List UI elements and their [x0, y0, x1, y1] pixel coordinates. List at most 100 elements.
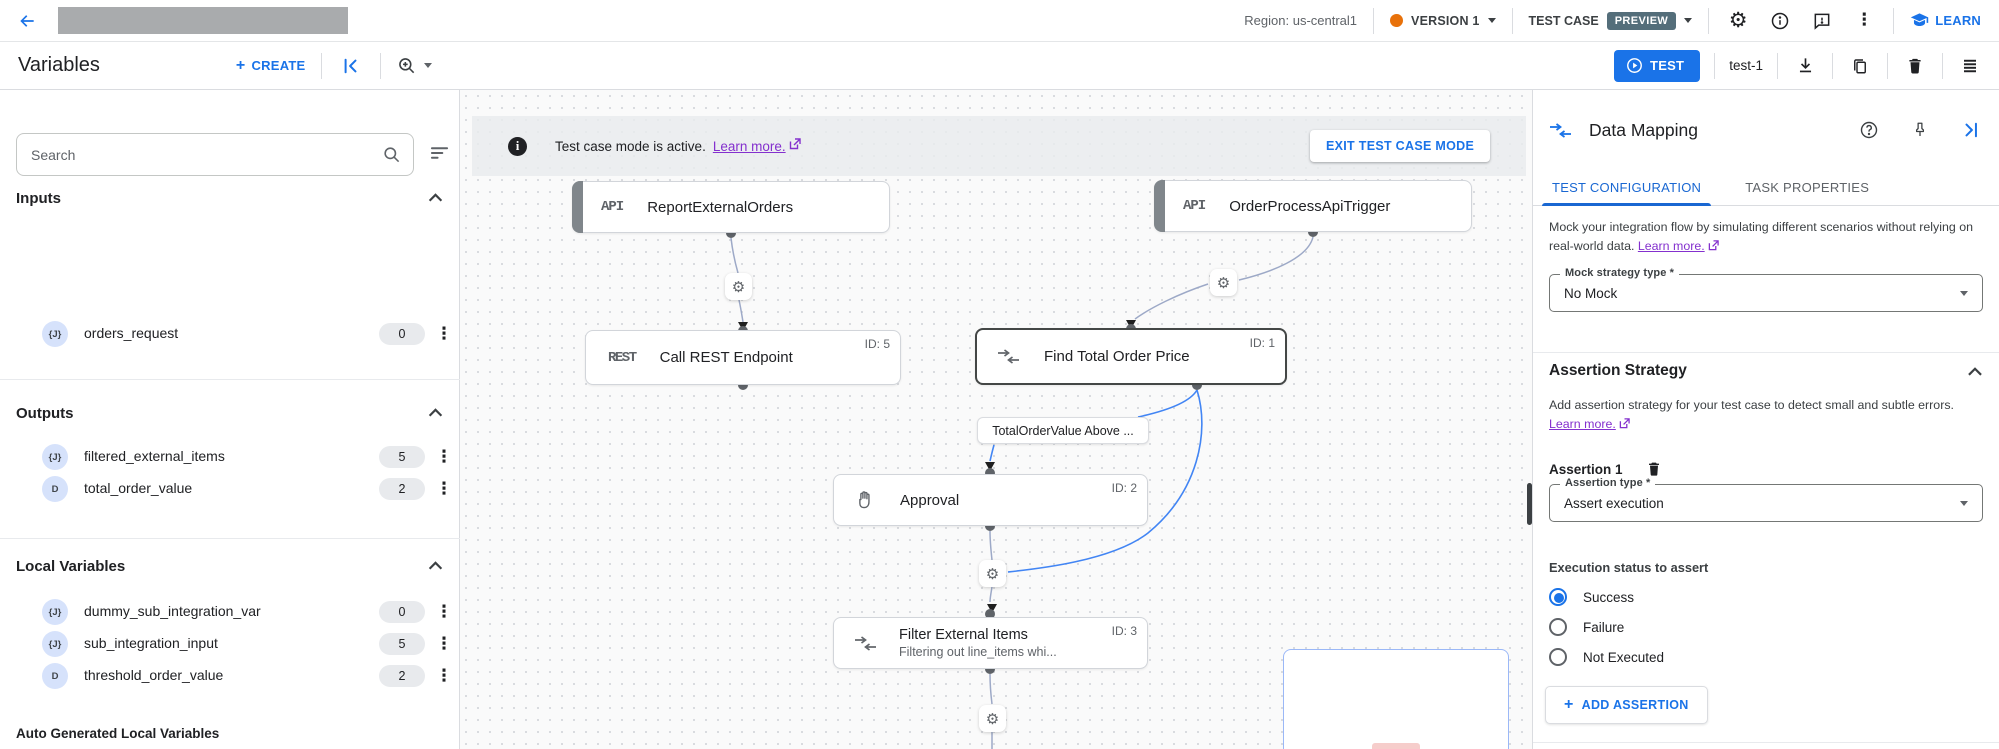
variables-search[interactable] — [16, 133, 414, 176]
data-mapping-icon — [854, 635, 877, 651]
row-more-icon[interactable]: ⋮ — [435, 323, 453, 344]
json-type-icon: {J} — [42, 444, 68, 470]
divider — [1777, 52, 1778, 79]
pin-icon[interactable] — [1907, 117, 1933, 143]
edge-gear-icon[interactable]: ⚙ — [979, 705, 1006, 732]
create-variable-button[interactable]: + CREATE — [235, 56, 306, 74]
delete-assertion-icon[interactable] — [1645, 460, 1663, 478]
panel-tabs: TEST CONFIGURATION TASK PROPERTIES — [1533, 168, 1999, 206]
row-more-icon[interactable]: ⋮ — [435, 665, 453, 686]
row-more-icon[interactable]: ⋮ — [435, 633, 453, 654]
radio-selected-icon[interactable] — [1549, 588, 1567, 606]
page-title: Variables — [18, 54, 100, 76]
external-link-icon — [1619, 416, 1630, 435]
delete-icon[interactable] — [1902, 53, 1928, 79]
sort-filter-icon[interactable] — [430, 145, 449, 166]
edge-condition-label[interactable]: TotalOrderValue Above ... — [977, 417, 1149, 444]
collapse-section-icon[interactable] — [428, 405, 443, 423]
mock-strategy-select[interactable]: Mock strategy type * No Mock — [1549, 267, 1983, 312]
collapse-section-icon[interactable] — [1967, 364, 1983, 382]
close-panel-icon[interactable] — [1958, 117, 1984, 143]
node-report-external-orders[interactable]: API ReportExternalOrders — [572, 181, 890, 233]
download-icon[interactable] — [1792, 53, 1818, 79]
node-find-total-order-price[interactable]: Find Total Order Price ID: 1 — [975, 328, 1287, 385]
task-id-label: ID: 5 — [864, 337, 890, 351]
section-title-inputs: Inputs — [16, 190, 61, 207]
node-filter-external-items[interactable]: Filter External Items Filtering out line… — [833, 617, 1148, 669]
node-call-rest-endpoint[interactable]: REST Call REST Endpoint ID: 5 — [585, 330, 901, 385]
test-button[interactable]: TEST — [1614, 49, 1701, 82]
chevron-down-icon — [1487, 18, 1496, 23]
radio-option-not-executed[interactable]: Not Executed — [1549, 646, 1664, 668]
banner-learn-more-link[interactable]: Learn more. — [712, 138, 786, 154]
preview-badge: PREVIEW — [1606, 11, 1677, 30]
variable-row[interactable]: {J} sub_integration_input 5 ⋮ — [0, 630, 460, 658]
assertion-type-value: Assert execution — [1564, 495, 1664, 511]
collapse-section-icon[interactable] — [428, 190, 443, 208]
radio-icon[interactable] — [1549, 618, 1567, 636]
radio-option-success[interactable]: Success — [1549, 586, 1634, 608]
zoom-control[interactable] — [397, 56, 433, 76]
learn-button[interactable]: LEARN — [1910, 11, 1981, 30]
task-id-label: ID: 2 — [1111, 481, 1137, 495]
help-icon[interactable] — [1856, 117, 1882, 143]
collapse-section-icon[interactable] — [428, 558, 443, 576]
sub-integration-frame[interactable] — [1283, 649, 1509, 749]
row-more-icon[interactable]: ⋮ — [435, 601, 453, 622]
node-order-process-api-trigger[interactable]: API OrderProcessApiTrigger — [1154, 180, 1472, 232]
radio-option-failure[interactable]: Failure — [1549, 616, 1624, 638]
node-approval[interactable]: Approval ID: 2 — [833, 474, 1148, 526]
variables-toolbar: Variables + CREATE TEST test-1 — [0, 42, 1999, 90]
list-density-icon[interactable] — [1957, 53, 1983, 79]
usage-count-badge: 5 — [379, 446, 425, 468]
test-case-selector[interactable]: TEST CASE PREVIEW — [1529, 11, 1693, 30]
variable-row[interactable]: {J} filtered_external_items 5 ⋮ — [0, 443, 460, 471]
json-type-icon: {J} — [42, 599, 68, 625]
feedback-icon[interactable] — [1809, 8, 1835, 34]
panel-header: Data Mapping — [1533, 110, 1999, 150]
plus-icon: + — [1564, 696, 1574, 713]
task-id-label: ID: 1 — [1249, 336, 1275, 350]
tab-test-configuration[interactable]: TEST CONFIGURATION — [1542, 168, 1712, 206]
usage-count-badge: 5 — [379, 633, 425, 655]
divider — [1832, 52, 1833, 79]
back-icon[interactable] — [14, 8, 40, 34]
test-case-name[interactable]: test-1 — [1729, 58, 1763, 73]
add-assertion-button[interactable]: + ADD ASSERTION — [1545, 686, 1708, 724]
copy-icon[interactable] — [1847, 53, 1873, 79]
variable-row[interactable]: D threshold_order_value 2 ⋮ — [0, 662, 460, 690]
divider — [321, 52, 323, 79]
assertion-type-select[interactable]: Assertion type * Assert execution — [1549, 477, 1983, 522]
variable-row[interactable]: {J} dummy_sub_integration_var 0 ⋮ — [0, 598, 460, 626]
exit-test-case-mode-button[interactable]: EXIT TEST CASE MODE — [1310, 130, 1491, 162]
divider — [1942, 52, 1943, 79]
row-more-icon[interactable]: ⋮ — [435, 478, 453, 499]
variable-row[interactable]: {J} orders_request 0 ⋮ — [0, 320, 460, 348]
mock-learn-more-link[interactable]: Learn more. — [1637, 239, 1705, 254]
collapse-panel-icon[interactable] — [338, 53, 364, 79]
flow-canvas[interactable]: i Test case mode is active. Learn more. … — [460, 90, 1532, 749]
more-options-icon[interactable]: ⋮ — [1855, 10, 1873, 30]
scrollbar-thumb[interactable] — [1527, 483, 1532, 525]
tab-task-properties[interactable]: TASK PROPERTIES — [1745, 179, 1870, 195]
edge-gear-icon[interactable]: ⚙ — [1210, 269, 1237, 296]
version-label: VERSION 1 — [1411, 13, 1480, 28]
settings-gear-icon[interactable]: ⚙ — [1728, 8, 1748, 32]
info-icon[interactable] — [1767, 8, 1793, 34]
edge-gear-icon[interactable]: ⚙ — [979, 560, 1006, 587]
variables-sidebar: Inputs {J} orders_request 0 ⋮ Outputs {J… — [0, 90, 460, 749]
edge-gear-icon[interactable]: ⚙ — [725, 273, 752, 300]
external-link-icon — [789, 137, 801, 155]
row-more-icon[interactable]: ⋮ — [435, 446, 453, 467]
assertion-learn-more-link[interactable]: Learn more. — [1549, 417, 1616, 432]
radio-icon[interactable] — [1549, 648, 1567, 666]
trigger-accent-bar — [572, 181, 583, 233]
version-selector[interactable]: VERSION 1 — [1390, 14, 1496, 28]
task-id-label: ID: 3 — [1111, 624, 1137, 638]
variable-row[interactable]: D total_order_value 2 ⋮ — [0, 475, 460, 503]
trigger-accent-bar — [1154, 180, 1165, 232]
divider — [1373, 7, 1375, 34]
section-title-outputs: Outputs — [16, 405, 74, 422]
search-input[interactable] — [31, 146, 382, 163]
